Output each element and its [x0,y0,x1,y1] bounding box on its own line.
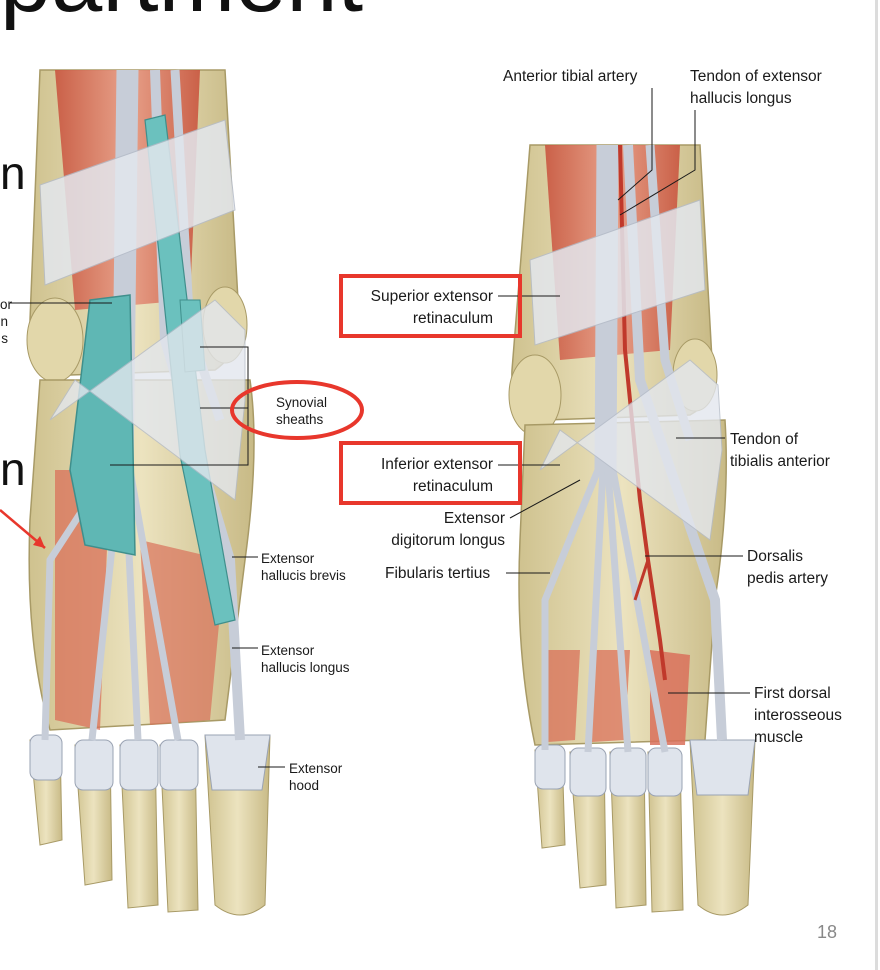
label-tendon-tibialis-anterior-1: Tendon of [730,431,799,448]
cut-text-fragment-1: n [0,147,26,199]
label-ext-hallucis-brevis-1: Extensor [261,551,315,566]
slide-title-fragment: partment [0,0,363,30]
label-ext-hallucis-longus-2: hallucis longus [261,660,350,675]
right-leader-lines [498,88,750,694]
label-ext-hallucis-longus-1: Extensor [261,643,315,658]
label-tendon-tibialis-anterior-2: tibialis anterior [730,453,830,470]
label-inferior-retinaculum-1: Inferior extensor [381,456,493,473]
label-synovial-sheaths-2: sheaths [276,412,324,427]
left-foot-drawing [0,69,271,916]
right-foot-drawing [508,144,756,916]
page-number: 18 [816,922,837,942]
label-tendon-ehl-1: Tendon of extensor [690,68,822,85]
label-first-dorsal-interosseous-1: First dorsal [754,685,831,702]
label-anterior-tibial-artery: Anterior tibial artery [503,68,638,85]
label-tendon-ehl-2: hallucis longus [690,90,792,107]
label-superior-retinaculum-2: retinaculum [412,310,493,327]
label-ext-hood-2: hood [289,778,320,793]
label-superior-retinaculum-1: Superior extensor [370,288,493,305]
cut-text-fragment-2: n [0,443,26,495]
label-dorsalis-pedis-2: pedis artery [747,570,828,587]
red-highlight-annotations [230,274,522,505]
label-ext-hood-1: Extensor [289,761,343,776]
label-inferior-retinaculum-2: retinaculum [412,478,493,495]
label-dorsalis-pedis-1: Dorsalis [747,548,803,565]
label-cut-3: s [1,331,8,346]
label-ext-digitorum-longus-1: Extensor [443,510,505,527]
left-leader-lines [10,302,285,768]
label-synovial-sheaths-1: Synovial [276,395,328,410]
label-ext-digitorum-longus-2: digitorum longus [391,532,505,549]
label-ext-hallucis-brevis-2: hallucis brevis [261,568,346,583]
label-cut-2: n [0,314,8,329]
label-cut-1: or [0,297,13,312]
label-fibularis-tertius: Fibularis tertius [385,565,491,582]
label-first-dorsal-interosseous-3: muscle [754,729,804,746]
slide-edge [875,0,878,970]
label-first-dorsal-interosseous-2: interosseous [754,707,842,724]
